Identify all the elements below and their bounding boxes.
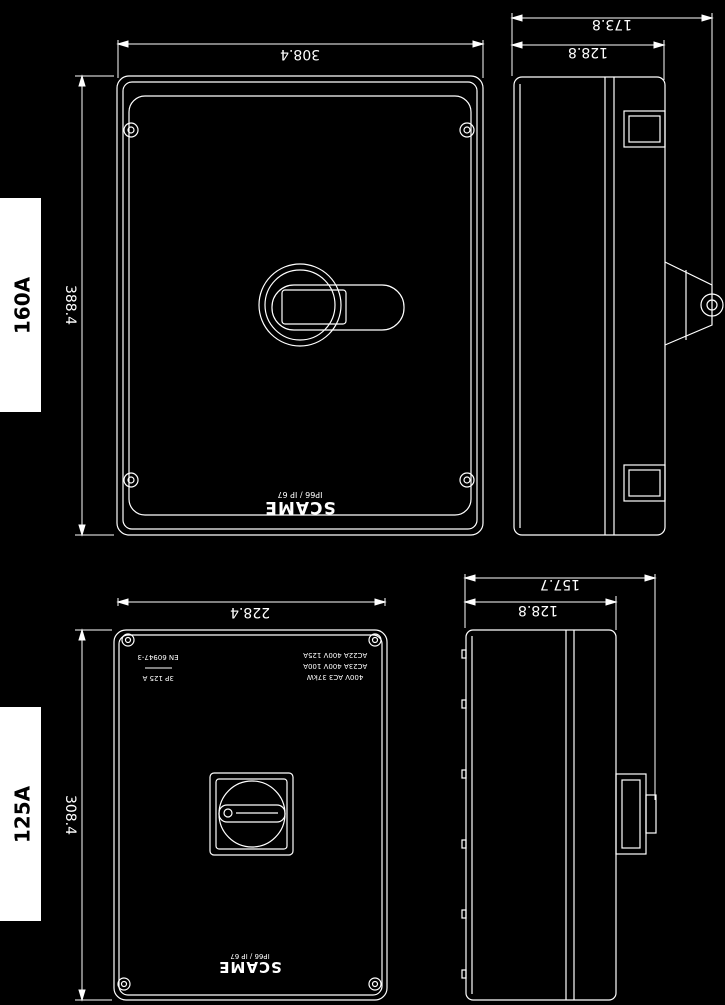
lower-spec-left-1: EN 60947-3: [137, 653, 178, 661]
lower-rating-label: 125A: [0, 707, 41, 921]
lower-width-value: 228.4: [230, 604, 270, 620]
upper-depth-body-value: 128.8: [568, 44, 608, 60]
lower-depth-total-value: 157.7: [540, 576, 580, 592]
lower-spec-right-1: AC22A 400V 125A: [303, 651, 367, 659]
rotary-switch-icon: [209, 772, 294, 856]
rotary-handle-icon: [258, 263, 342, 347]
upper-rating-label: 160A: [0, 198, 41, 412]
lower-front-view: [113, 629, 388, 1001]
lower-rating-text: 125A: [11, 785, 35, 843]
screw-icon: [368, 633, 382, 647]
lower-height-value: 308.4: [62, 795, 78, 835]
screw-icon: [368, 977, 382, 991]
upper-front-view: [116, 75, 484, 536]
upper-side-view: [513, 76, 724, 536]
lower-height-dimension: [75, 628, 112, 1002]
upper-height-dimension: [75, 74, 114, 537]
screw-icon: [123, 122, 139, 138]
screw-icon: [123, 472, 139, 488]
lower-width-dimension: [116, 598, 387, 606]
upper-width-dimension: [116, 40, 485, 78]
lower-brand-logo: SCAME: [218, 958, 282, 976]
handle-pivot-icon: [700, 293, 724, 317]
screw-icon: [117, 977, 131, 991]
upper-brand-logo: SCAME: [264, 497, 335, 517]
screw-icon: [459, 122, 475, 138]
upper-depth-total-value: 173.8: [592, 16, 632, 32]
lower-marking: IP66 / IP 67: [230, 952, 269, 960]
lower-spec-right-2: AC23A 400V 100A: [303, 662, 367, 670]
upper-marking: IP66 / IP 67: [277, 490, 322, 499]
lower-spec-left-2: 3P 125 A: [142, 674, 173, 682]
lower-side-view: [461, 629, 657, 1001]
lower-depth-dimension: [463, 574, 657, 800]
lower-spec-right-3: 400V AC3 37kW: [307, 673, 364, 681]
upper-variant: 160A 308.4 388.4: [0, 13, 724, 537]
lower-depth-body-value: 128.8: [518, 602, 558, 618]
lower-variant: 125A 228.4 308.4: [0, 574, 657, 1002]
upper-width-value: 308.4: [280, 46, 320, 62]
upper-height-value: 388.4: [62, 285, 78, 325]
switch-knob-side-icon: [645, 794, 657, 834]
screw-icon: [459, 472, 475, 488]
upper-depth-dimension: [510, 13, 714, 300]
screw-icon: [121, 633, 135, 647]
upper-rating-text: 160A: [11, 276, 35, 334]
